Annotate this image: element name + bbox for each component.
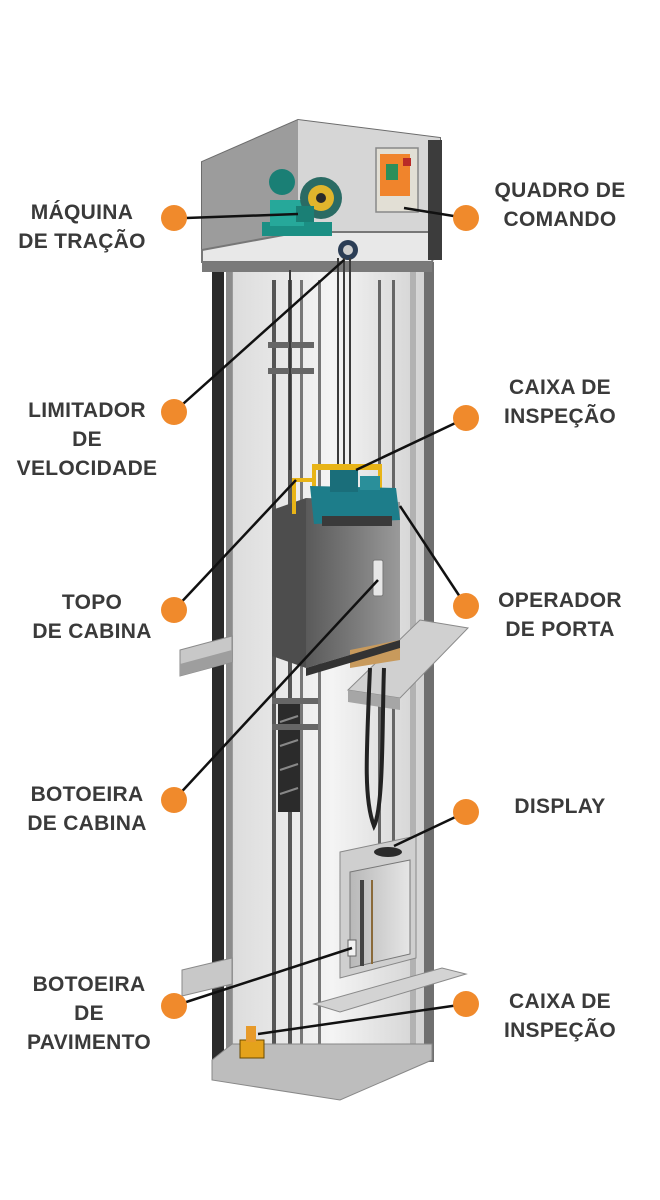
control-panel-icon [375,147,419,213]
marker-display [453,799,479,825]
label-display: DISPLAY [514,795,606,818]
marker-quadro [453,205,479,231]
label-botoeira-de-cabina: BOTOEIRA DE CABINA [27,783,147,835]
leader-lines [173,206,468,1036]
label-botoeira-de-pavimento: BOTOEIRA DE PAVIMENTO [26,973,152,1054]
marker-limitador [161,399,187,425]
label-limitador-de-velocidade: LIMITADOR DE VELOCIDADE [16,399,158,480]
cabin [272,464,400,676]
landing-slab-upper [179,619,470,710]
label-topo-de-cabina: TOPO DE CABINA [32,591,152,643]
display-unit [374,847,402,857]
label-caixa-de-inspecao-top: CAIXA DE INSPEÇÃO [503,376,617,428]
marker-caixa-bottom [453,991,479,1017]
label-caixa-de-inspecao-bottom: CAIXA DE INSPEÇÃO [503,990,617,1042]
hoist-ropes [289,258,351,480]
landing-door [339,835,417,979]
marker-caixa-top [453,405,479,431]
marker-botoeira-pav [161,993,187,1019]
traction-machine-icon [262,169,358,260]
pit [211,1026,433,1101]
marker-operador [453,593,479,619]
marker-maquina [161,205,187,231]
pit-inspection-box [239,1039,265,1059]
marker-topo [161,597,187,623]
label-maquina-de-tracao: MÁQUINA DE TRAÇÃO [18,201,146,253]
label-quadro-de-comando: QUADRO DE COMANDO [494,179,626,231]
label-operador-de-porta: OPERADOR DE PORTA [498,589,622,641]
travelling-cable [364,667,386,831]
cabin-button-panel [372,559,384,597]
landing-slab-lower [181,957,468,1013]
counterweight [272,698,318,812]
marker-botoeira-cabina [161,787,187,813]
